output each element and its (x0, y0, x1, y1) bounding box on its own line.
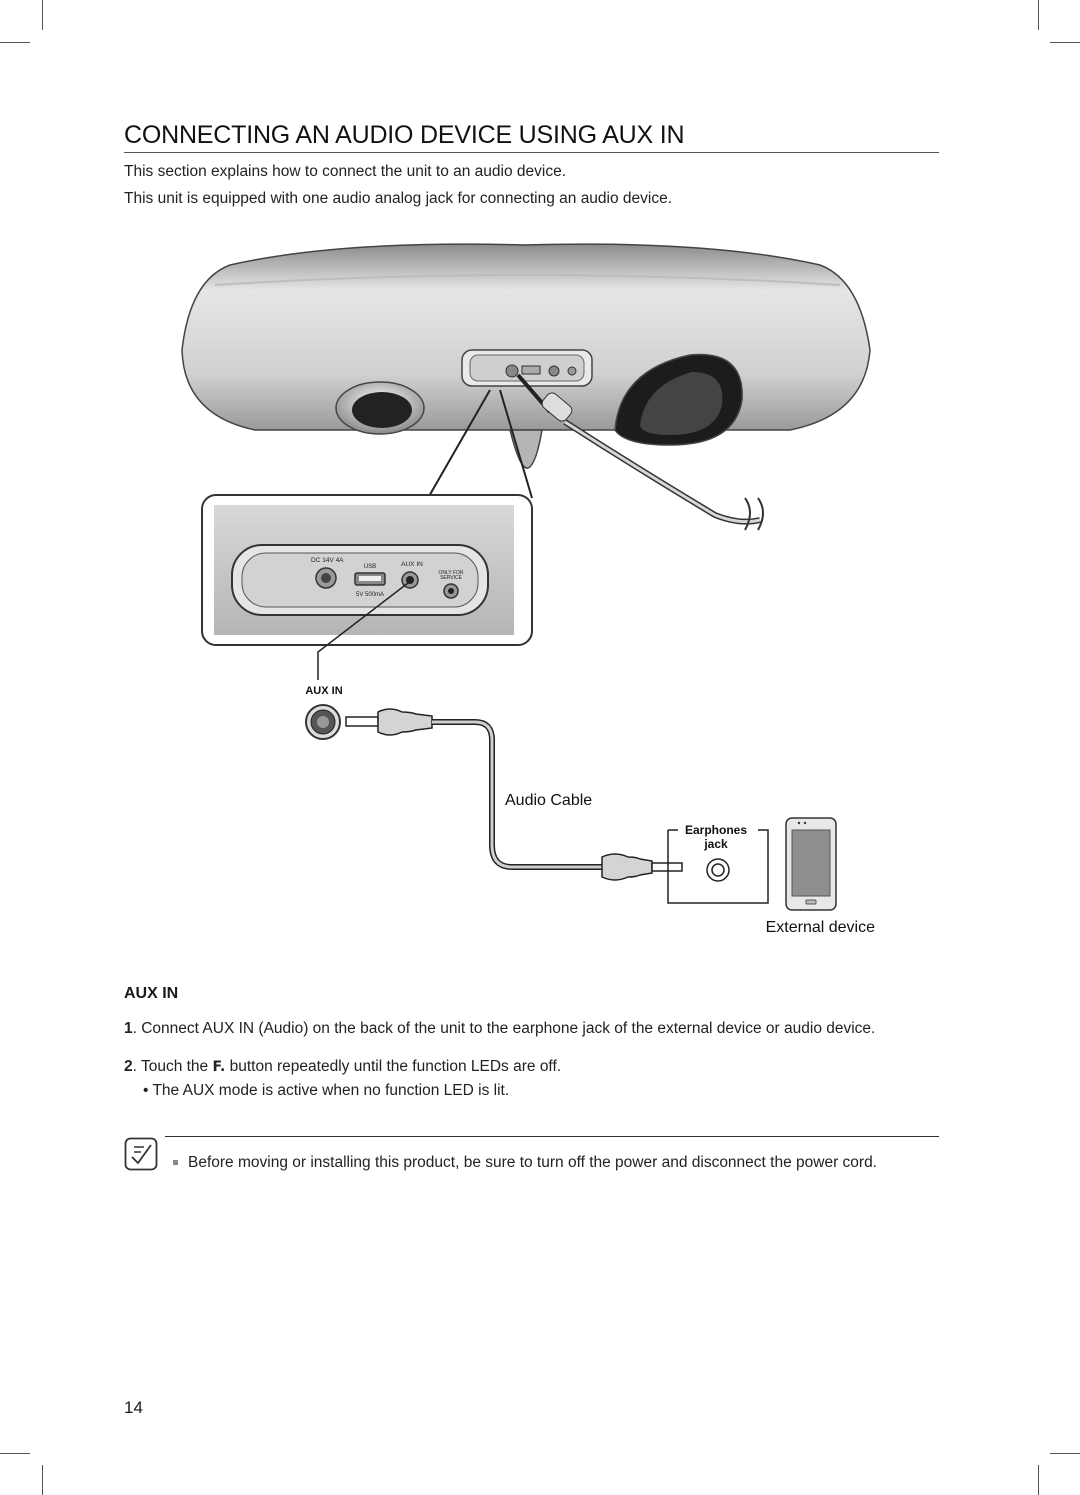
step-1-text: . Connect AUX IN (Audio) on the back of … (132, 1020, 876, 1037)
panel-service-line-2: SERVICE (440, 575, 463, 581)
panel-power-label: 5V 500mA (356, 592, 384, 598)
crop-mark (42, 1465, 43, 1495)
aux-panel-closeup: DC 14V 4A USB 5V 500mA AUX IN ONLY FOR S… (201, 494, 533, 646)
audio-plug (345, 708, 433, 736)
crop-mark (1050, 1453, 1080, 1454)
smartphone-icon (785, 817, 837, 911)
step-1: 1. Connect AUX IN (Audio) on the back of… (124, 1020, 875, 1038)
intro-line-1: This section explains how to connect the… (124, 163, 567, 180)
note-icon (124, 1137, 158, 1171)
crop-mark (0, 42, 30, 43)
panel-aux-label: AUX IN (401, 561, 423, 568)
bullet-dot-icon: • (143, 1082, 153, 1099)
speaker-unit (181, 243, 871, 531)
note-divider (165, 1136, 939, 1137)
aux-in-label: AUX IN (305, 685, 342, 697)
page-number: 14 (124, 1398, 143, 1417)
step-2-text-post: button repeatedly until the function LED… (225, 1058, 562, 1075)
crop-mark (1038, 1465, 1039, 1495)
connection-diagram: DC 14V 4A USB 5V 500mA AUX IN ONLY FOR S… (181, 243, 875, 936)
crop-mark (1038, 0, 1039, 30)
crop-mark (1050, 42, 1080, 43)
bullet-text: The AUX mode is active when no function … (152, 1082, 510, 1099)
external-device-label: External device (766, 919, 875, 936)
note-text: Before moving or installing this product… (173, 1154, 877, 1172)
page-title: CONNECTING AN AUDIO DEVICE USING AUX IN (124, 121, 685, 149)
step-2: 2. Touch the F. button repeatedly until … (124, 1058, 561, 1076)
intro-line-2: This unit is equipped with one audio ana… (124, 190, 673, 207)
function-button-label: F. (212, 1059, 226, 1075)
note-body: Before moving or installing this product… (188, 1154, 877, 1171)
panel-service-line-1: ONLY FOR (438, 570, 463, 576)
title-underline (124, 152, 939, 153)
audio-cable-label: Audio Cable (505, 792, 592, 809)
bullet-item: • The AUX mode is active when no functio… (143, 1082, 509, 1100)
note-bullet-icon (173, 1160, 178, 1166)
step-2-text-pre: . Touch the (132, 1058, 213, 1075)
aux-in-jack (305, 704, 341, 740)
crop-mark (42, 0, 43, 30)
audio-plug (601, 853, 683, 881)
step-2-number: 2 (124, 1058, 133, 1075)
earphones-label-2: jack (703, 837, 728, 851)
crop-mark (0, 1453, 30, 1454)
panel-usb-label: USB (364, 564, 376, 570)
section-heading: AUX IN (124, 985, 179, 1002)
step-1-number: 1 (124, 1020, 133, 1037)
panel-dc-label: DC 14V 4A (311, 557, 344, 564)
earphones-label-1: Earphones (685, 823, 747, 837)
earphones-jack-box: Earphones jack (667, 823, 769, 904)
